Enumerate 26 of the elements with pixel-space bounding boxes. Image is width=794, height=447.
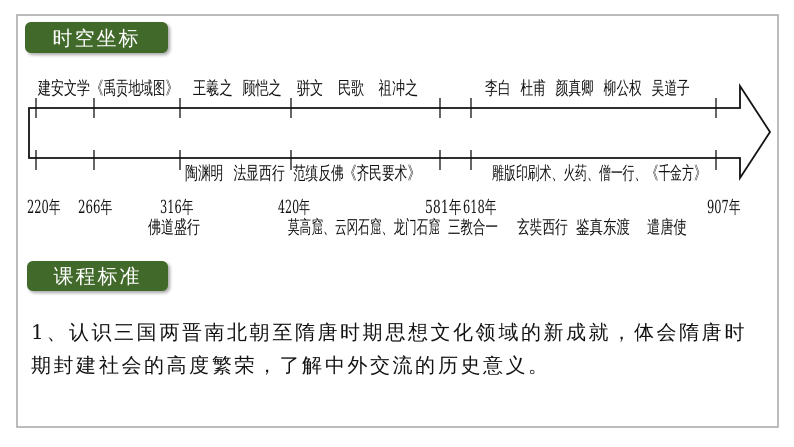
event-label: 王羲之 顾恺之	[193, 79, 282, 99]
event-label: 范缜反佛《齐民要术》	[293, 164, 420, 184]
year-label: 618年	[463, 198, 496, 218]
year-label: 266年	[78, 198, 112, 218]
curriculum-standard-text: 1、认识三国两晋南北朝至隋唐时期思想文化领域的新成就，体会隋唐时期封建社会的高度繁荣，了解中外交流的历史意义。	[31, 319, 748, 379]
event-label: 雕版印刷术、火药、僧一行、《千金方》	[492, 164, 706, 184]
section-title: 时空坐标	[52, 26, 140, 50]
section-title: 课程标准	[54, 264, 142, 288]
event-label: 骈文 民歌 祖冲之	[297, 79, 418, 99]
event-label: 鉴真东渡	[576, 218, 630, 238]
event-label: 佛道盛行	[148, 218, 200, 238]
event-label: 三教合一	[448, 218, 498, 238]
section-header-tab	[25, 22, 168, 53]
event-label: 建安文学	[38, 79, 90, 99]
year-label: 907年	[707, 198, 740, 218]
event-label: 遣唐使	[647, 218, 688, 238]
event-label: 陶渊明 法显西行	[185, 164, 285, 184]
year-label: 316年	[160, 198, 194, 218]
event-label: 李白 杜甫 颜真卿 柳公权 吴道子	[485, 79, 690, 99]
year-label: 581年	[425, 198, 462, 218]
year-label: 420年	[278, 198, 310, 218]
event-label: 《禹贡地域图》	[91, 79, 178, 99]
event-label: 莫高窟、云冈石窟、龙门石窟	[288, 218, 440, 238]
year-label: 220年	[27, 198, 60, 218]
section-header-tab	[27, 261, 168, 291]
event-label: 玄奘西行	[517, 218, 568, 238]
